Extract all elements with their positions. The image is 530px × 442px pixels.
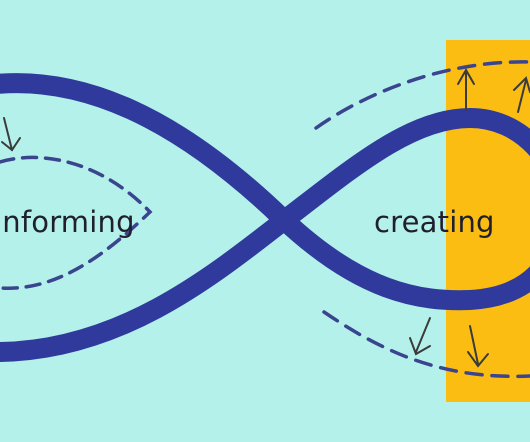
arrow-down-icon [1,117,21,152]
arrow-up-icon [457,67,475,111]
arrow-up-icon [513,76,530,113]
infinity-loop-icon [0,73,530,362]
label-informing: informing [0,205,135,239]
dashed-arc-top [314,60,530,130]
highlight-panel [446,40,530,402]
dashed-arc-bottom [322,310,530,379]
arrow-down-icon [467,325,489,368]
arrow-down-icon [409,317,431,356]
label-creating: creating [374,205,495,239]
dashed-loop-left [0,155,153,290]
